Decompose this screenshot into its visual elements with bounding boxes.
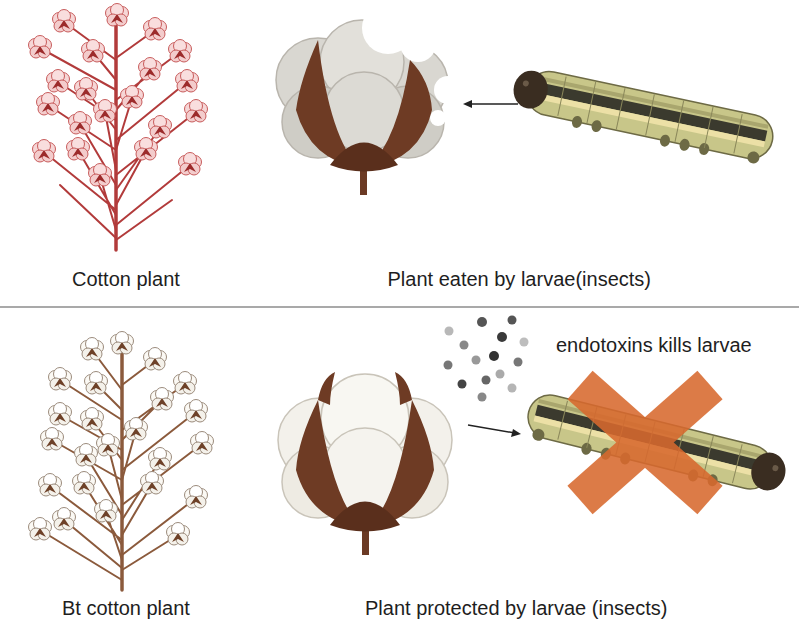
cotton-boll [141, 472, 164, 495]
cotton-boll [73, 472, 96, 495]
caption-label: Plant eaten by larvae(insects) [388, 267, 651, 291]
cotton-boll [81, 338, 104, 361]
endotoxin-particles [444, 316, 529, 402]
cotton-boll [49, 368, 72, 391]
cotton-boll [176, 70, 199, 93]
arrow-line [468, 425, 515, 433]
cotton-boll [149, 448, 172, 471]
cotton-boll [33, 140, 56, 163]
eaten-boll [276, 2, 462, 195]
particle [444, 361, 453, 370]
plant-branches [40, 22, 196, 240]
particle [497, 332, 507, 342]
arrow-line [466, 103, 518, 105]
cotton-boll [185, 400, 208, 423]
cotton-boll [185, 486, 208, 509]
cotton-boll [191, 432, 214, 455]
particle [445, 327, 454, 336]
cotton-boll [111, 332, 134, 355]
cotton-boll [151, 388, 174, 411]
cotton-boll [144, 18, 167, 41]
cotton-boll [82, 40, 105, 63]
caterpillar [508, 65, 777, 169]
caption-label: endotoxins kills larvae [556, 333, 752, 357]
cotton-boll [94, 100, 117, 123]
cotton-boll [169, 40, 192, 63]
cotton-boll [121, 86, 144, 109]
cotton-boll [144, 348, 167, 371]
boll-bract [330, 502, 400, 532]
cotton-boll [139, 58, 162, 81]
particle [477, 317, 487, 327]
particle [478, 393, 487, 402]
cotton-bolls [29, 332, 214, 546]
cross-bar [580, 385, 710, 500]
cotton-boll [75, 444, 98, 467]
bt-cotton-plant [40, 345, 202, 590]
bite-mark [430, 110, 446, 126]
cotton-boll [89, 164, 112, 187]
cotton-bolls [29, 4, 208, 187]
cotton-boll [49, 403, 72, 426]
cotton-boll [85, 372, 108, 395]
boll-bract [330, 143, 398, 172]
plant-branches [40, 350, 202, 580]
cotton-boll [37, 93, 60, 116]
cotton-boll [135, 138, 158, 161]
particle [520, 338, 529, 347]
cotton-boll [81, 408, 104, 431]
particle [514, 358, 523, 367]
particle [496, 370, 505, 379]
particle [460, 341, 469, 350]
caption-label: Cotton plant [72, 267, 180, 291]
arrow-head [463, 100, 472, 108]
cotton-boll [75, 78, 98, 101]
cross-mark [580, 385, 710, 500]
cotton-boll [47, 70, 70, 93]
particle [489, 351, 499, 361]
cotton-boll [29, 518, 52, 541]
cotton-boll [106, 4, 129, 27]
particle [508, 316, 517, 325]
cotton-boll [125, 418, 148, 441]
cotton-boll [97, 434, 120, 457]
particle [458, 380, 467, 389]
cotton-boll [179, 153, 202, 176]
cotton-boll [53, 10, 76, 33]
cotton-boll [167, 523, 190, 546]
divider-line [0, 306, 799, 307]
particle [482, 376, 491, 385]
cotton-boll [95, 500, 118, 523]
cotton-plant [40, 18, 196, 250]
cotton-boll [29, 36, 52, 59]
arrow-head [511, 429, 521, 437]
particle [472, 356, 481, 365]
cotton-boll [67, 138, 90, 161]
cotton-boll [53, 508, 76, 531]
cotton-boll [149, 116, 172, 139]
cotton-boll [174, 372, 197, 395]
cross-bar [580, 385, 710, 500]
caption-label: Bt cotton plant [62, 596, 190, 620]
particle [508, 384, 517, 393]
protected-boll [278, 372, 452, 555]
cotton-boll [41, 428, 64, 451]
bite-mark [434, 76, 462, 104]
cotton-boll [69, 112, 92, 135]
boll-bract [395, 372, 412, 405]
bite-mark [400, 26, 436, 62]
cotton-boll [39, 474, 62, 497]
cotton-boll [185, 100, 208, 123]
caption-label: Plant protected by larvae (insects) [365, 596, 667, 620]
boll-bract [318, 372, 335, 405]
